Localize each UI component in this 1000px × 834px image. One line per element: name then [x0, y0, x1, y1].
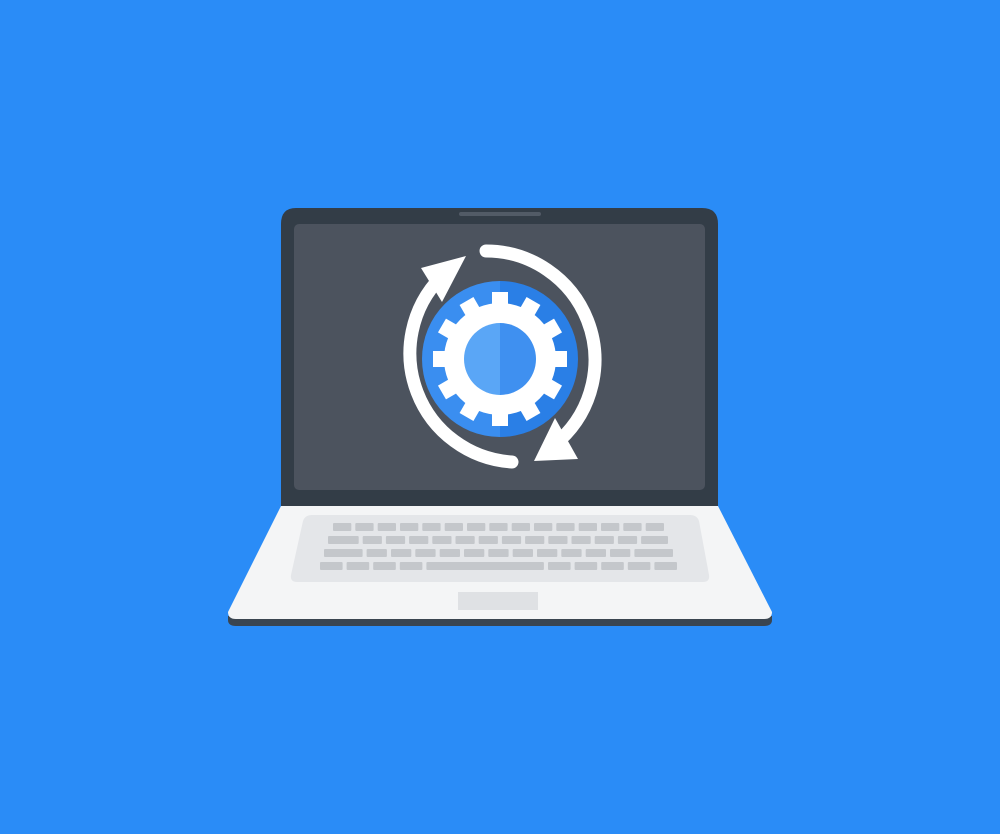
gear-center-left: [464, 323, 500, 395]
keyboard: [320, 523, 677, 570]
gear-sync-icon: [403, 244, 602, 469]
keyboard-key: [571, 536, 591, 544]
keyboard-key: [415, 549, 436, 557]
gear-tooth: [517, 397, 541, 422]
keyboard-key: [478, 536, 498, 544]
camera-notch: [459, 212, 541, 216]
keyboard-key: [578, 523, 597, 531]
keyboard-key: [548, 562, 571, 570]
keyboard-key: [362, 536, 382, 544]
gear-center-right: [500, 323, 536, 395]
keyboard-key: [409, 536, 429, 544]
gear-tooth: [437, 318, 462, 342]
gear-tooth: [538, 376, 563, 400]
keyboard-key: [346, 562, 370, 570]
gear-tooth: [492, 292, 508, 310]
arrow-head-top-icon: [421, 256, 466, 302]
keyboard-key: [585, 549, 606, 557]
keyboard-key: [617, 536, 638, 544]
keyboard-key: [556, 523, 575, 531]
keyboard-key: [511, 523, 530, 531]
keyboard-key: [645, 523, 664, 531]
keyboard-key: [561, 549, 582, 557]
keyboard-key: [489, 523, 508, 531]
sync-arrow-right-icon: [479, 244, 602, 447]
gear-tooth: [437, 376, 462, 400]
laptop-base: [228, 506, 772, 626]
keyboard-key: [654, 562, 677, 570]
keyboard-key: [426, 562, 544, 570]
keyboard-key: [391, 549, 412, 557]
trackpad: [458, 592, 538, 610]
keyboard-key: [548, 536, 568, 544]
keyboard-key: [366, 549, 387, 557]
keyboard-key: [377, 523, 396, 531]
gear-tooth: [459, 397, 483, 422]
keyboard-key: [634, 549, 673, 557]
keyboard-key: [525, 536, 545, 544]
keyboard-key: [328, 536, 359, 544]
keyboard-key: [385, 536, 406, 544]
keyboard-key: [320, 562, 343, 570]
keyboard-key: [594, 536, 614, 544]
keyboard-key: [512, 549, 533, 557]
keyboard-key: [610, 549, 631, 557]
gear-tooth: [517, 296, 541, 321]
keyboard-key: [601, 523, 620, 531]
keyboard-key: [601, 562, 624, 570]
keyboard-key: [574, 562, 598, 570]
keyboard-key: [400, 523, 419, 531]
keyboard-key: [333, 523, 352, 531]
keyboard-key: [488, 549, 509, 557]
gear-tooth: [549, 351, 567, 367]
gear-tooth: [433, 351, 451, 367]
keyboard-key: [432, 536, 452, 544]
keyboard-key: [534, 523, 553, 531]
keyboard-key: [373, 562, 396, 570]
sync-arrow-left-icon: [403, 270, 519, 469]
keyboard-key: [623, 523, 642, 531]
keyboard-key: [627, 562, 651, 570]
keyboard-key: [324, 549, 363, 557]
arrow-head-bottom-icon: [534, 418, 578, 461]
keyboard-key: [641, 536, 668, 544]
keyboard-key: [439, 549, 460, 557]
keyboard-key: [464, 549, 485, 557]
keyboard-key: [537, 549, 558, 557]
keyboard-key: [355, 523, 374, 531]
keyboard-key: [501, 536, 522, 544]
gear-tooth: [459, 296, 483, 321]
keyboard-key: [399, 562, 423, 570]
keyboard-key: [422, 523, 441, 531]
gear-tooth: [492, 408, 508, 426]
keyboard-key: [455, 536, 475, 544]
keyboard-key: [444, 523, 463, 531]
gear-tooth: [538, 318, 563, 342]
keyboard-key: [467, 523, 486, 531]
